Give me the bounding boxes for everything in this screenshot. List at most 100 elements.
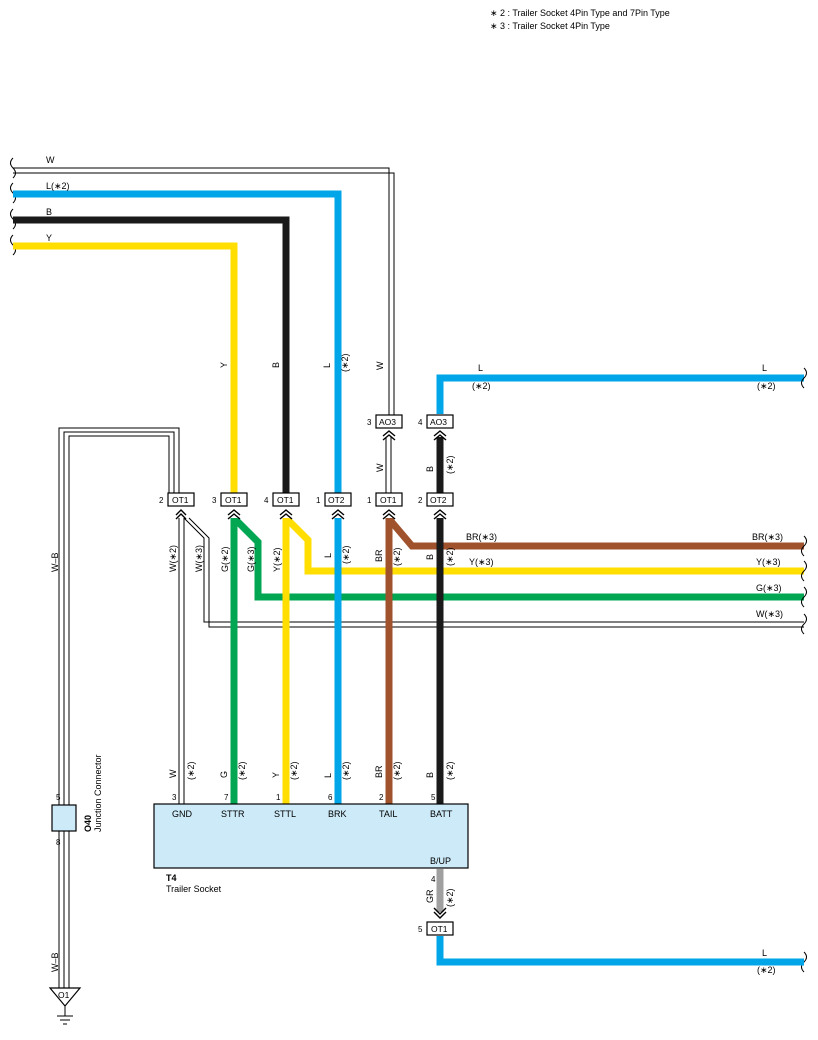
connector-ao3-w-pin: 3 [367,418,372,427]
vlabel-s-l: L [323,773,333,778]
junction-name: Junction Connector [93,754,103,832]
vlabel-s-g: G [219,771,229,778]
wire-w-top-label: W [46,155,55,165]
wire-l-bottom-label: L [762,948,767,958]
wire-w-right-label: W(∗3) [756,609,783,619]
vlabel-w-mid: W [375,463,385,472]
wire-y-top-label: Y [46,233,52,243]
vlabel-br-mid: BR [374,549,384,562]
vlabel-s-b: B [425,772,435,778]
socket-pin-sttl: 1 [276,793,281,802]
socket-name: Trailer Socket [166,884,222,894]
socket-pin-bup: 4 [431,875,436,884]
wire-br-right-label: BR(∗3) [752,532,783,542]
wire-y-branch [285,517,804,575]
socket-pin-sttr: 7 [224,793,229,802]
connector-ot1-gnd-name: OT1 [172,495,189,505]
wire-l-bottom [436,936,804,966]
wire-y-right-label: Y(∗3) [756,557,781,567]
ground-code: O1 [58,990,70,1000]
wire-b-top [13,216,290,494]
vlabel-s-w: W [168,769,178,778]
connector-ot1-bup: OT1 5 [418,921,454,936]
vlabel-l-mid: L [323,553,333,558]
connector-ot1-br-pin: 1 [367,496,372,505]
connector-ot1-y: OT1 4 [264,492,300,507]
connector-ot1-gnd-pin: 2 [159,496,164,505]
connector-ot1-br-name: OT1 [380,495,397,505]
vlabel-br-mid-note: (∗2) [392,547,402,566]
trailer-socket: 3 GND 7 STTR 1 STTL 6 BRK 2 TAIL 5 BATT … [153,793,469,894]
vlabel-gr: GR [425,889,435,903]
connector-ot1-bup-name: OT1 [431,924,448,934]
junction-code: O40 [83,815,93,832]
vlabel-y-top: Y [219,362,229,368]
wire-l-bottom-note: (∗2) [757,965,776,975]
socket-pin-batt: 5 [431,793,436,802]
connector-ot1-gnd: OT1 2 [159,492,195,507]
right-cut-marks [801,367,807,973]
socket-pin-brk: 6 [328,793,333,802]
vlabel-b-top: B [271,362,281,368]
wire-l-right-top-label-r: L [762,363,767,373]
vlabel-s-br: BR [374,765,384,778]
vlabel-s-y: Y [271,772,281,778]
connector-ao3-l: AO3 4 [418,414,454,429]
connector-ot2-b: OT2 2 [418,492,454,507]
connector-ot2-l: OT2 1 [316,492,352,507]
connector-chevrons [175,430,447,520]
vlabel-g2: G(∗2) [220,546,230,572]
wire-l-top [13,190,342,500]
vlabel-g3: G(∗3) [246,546,256,572]
vlabel-w2: W(∗2) [168,545,178,572]
junction-pin-bottom: 8 [56,838,61,847]
junction-connector: 5 8 O40 Junction Connector [51,754,103,847]
socket-label-batt: BATT [430,809,453,819]
vlabel-w3: W(∗3) [194,545,204,572]
vlabel-s-l-note: (∗2) [341,761,351,780]
wire-l-right-top-label: L [478,363,483,373]
note-3: ∗ 3 : Trailer Socket 4Pin Type [490,21,610,31]
socket-label-sttr: STTR [221,809,245,819]
socket-code: T4 [166,873,177,883]
note-2: ∗ 2 : Trailer Socket 4Pin Type and 7Pin … [490,8,670,18]
socket-label-sttl: STTL [274,809,296,819]
connector-ot1-y-pin: 4 [264,496,269,505]
socket-label-tail: TAIL [379,809,397,819]
wire-y-top [13,242,238,494]
socket-label-bup: B/UP [430,856,451,866]
vlabel-l-top-note: (∗2) [340,353,350,372]
socket-pin-gnd: 3 [172,793,177,802]
connector-ao3-w-name: AO3 [379,417,396,427]
socket-label-gnd: GND [172,809,193,819]
vlabel-s-b-note: (∗2) [445,761,455,780]
socket-pin-tail: 2 [379,793,384,802]
vlabel-w-top: W [375,361,385,370]
connector-ot1-br: OT1 1 [367,492,403,507]
wire-br-left-label: BR(∗3) [466,532,497,542]
connector-ot1-g-name: OT1 [225,495,242,505]
wire-w-top [13,167,395,415]
vlabel-y2: Y(∗2) [272,547,282,572]
wire-w-mid [385,437,392,495]
vlabel-gr-note: (∗2) [445,888,455,907]
wire-l-right-top-note: (∗2) [472,381,491,391]
connector-ot2-b-name: OT2 [430,495,447,505]
connector-ot1-g: OT1 3 [212,492,248,507]
connector-ot1-bup-pin: 5 [418,925,423,934]
connector-ao3-l-pin: 4 [418,418,423,427]
ground-symbol: O1 [48,987,82,1025]
connector-ot1-y-name: OT1 [277,495,294,505]
vlabel-b-mid: B [425,466,435,472]
junction-pin-top: 5 [56,793,61,802]
wire-g-branch [233,517,804,601]
vlabel-l-mid-note: (∗2) [341,545,351,564]
connector-ao3-l-name: AO3 [430,417,447,427]
vlabel-s-br-note: (∗2) [392,761,402,780]
bup-chevrons [433,907,447,919]
socket-label-brk: BRK [328,809,347,819]
vlabel-b-low: B [425,554,435,560]
vlabel-s-w-note: (∗2) [186,761,196,780]
wire-wb [58,427,180,992]
vlabel-s-y-note: (∗2) [289,761,299,780]
